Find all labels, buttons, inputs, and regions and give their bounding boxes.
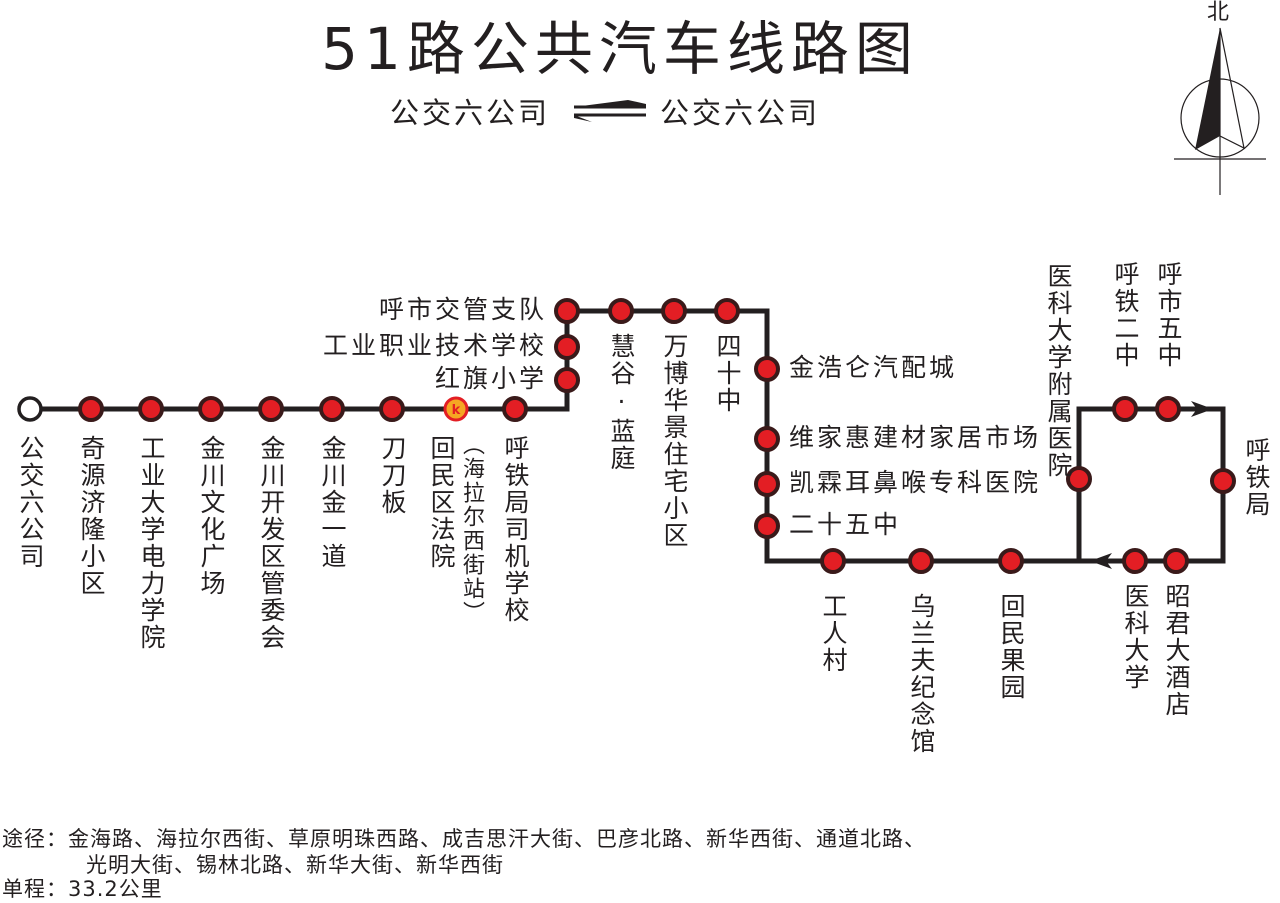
bus-stop[interactable] (754, 426, 780, 452)
route-roads-line1: 金海路、海拉尔西街、草原明珠西路、成吉思汗大街、巴彦北路、新华西街、通道北路、 (68, 827, 926, 851)
stop-label: 慧谷·蓝庭 (607, 333, 636, 472)
route-roads: 途径：金海路、海拉尔西街、草原明珠西路、成吉思汗大街、巴彦北路、新华西街、通道北… (2, 823, 926, 853)
stop-label: 二十五中 (789, 510, 902, 539)
bus-stop[interactable] (1210, 468, 1236, 494)
stop-label: 金川文化广场 (197, 435, 226, 597)
route-roads-cont: 光明大街、锡林北路、新华大街、新华西街 (86, 849, 504, 879)
bus-stop[interactable] (1112, 396, 1138, 422)
stop-label: 回民区法院 (427, 435, 456, 570)
bus-stop[interactable] (908, 548, 934, 574)
stop-label: 金川金一道 (318, 435, 347, 570)
stop-label: 回民果园 (997, 593, 1026, 701)
bus-stop[interactable] (1163, 548, 1189, 574)
bus-stop[interactable] (554, 367, 580, 393)
stop-label: 医科大学附属医院 (1044, 263, 1073, 479)
bus-stop[interactable] (319, 396, 345, 422)
north-arrow-icon (1174, 27, 1266, 195)
bus-stop[interactable] (820, 548, 846, 574)
stop-label: 公交六公司 (16, 435, 45, 570)
bus-stop[interactable] (78, 396, 104, 422)
stop-label: 奇源济隆小区 (77, 435, 106, 597)
stop-label: 医科大学 (1121, 583, 1150, 691)
bus-stop[interactable] (1066, 466, 1092, 492)
stop-label: 维家惠建材家居市场 (789, 423, 1042, 452)
bus-stop[interactable] (1122, 548, 1148, 574)
bus-stop[interactable] (754, 471, 780, 497)
bus-stop[interactable] (198, 396, 224, 422)
direction-arrow-icon (1191, 401, 1213, 417)
bus-stop[interactable] (258, 396, 284, 422)
stop-label: 呼市五中 (1154, 261, 1183, 369)
stop-label: 刀刀板 (378, 435, 407, 516)
bus-stop[interactable] (661, 298, 687, 324)
stop-label: 红旗小学 (434, 364, 547, 393)
map-title: 51路公共汽车线路图 (321, 15, 919, 83)
bus-stop[interactable] (138, 396, 164, 422)
stop-label: 四十中 (713, 333, 742, 414)
stops-layer: k (17, 298, 1236, 574)
bus-stop[interactable] (379, 396, 405, 422)
bus-stop[interactable] (608, 298, 634, 324)
stop-label: 昭君大酒店 (1162, 583, 1191, 718)
stop-label: 呼铁二中 (1111, 261, 1140, 369)
route-label: 途径： (2, 827, 68, 851)
distance-value: 33.2公里 (68, 877, 163, 901)
trip-distance: 单程：33.2公里 (2, 873, 163, 903)
stop-label: 呼市交管支队 (378, 295, 547, 324)
stop-label: 工人村 (819, 593, 848, 674)
bus-stop[interactable] (754, 356, 780, 382)
bus-stop[interactable] (998, 548, 1024, 574)
stop-label: 工业大学电力学院 (137, 435, 166, 651)
bus-stop[interactable] (714, 298, 740, 324)
bus-stop[interactable] (1155, 396, 1181, 422)
direction-arrow-icon (1090, 553, 1112, 569)
bus-stop[interactable] (754, 513, 780, 539)
stop-label: 金浩仑汽配城 (789, 353, 958, 382)
route-roads-line2: 光明大街、锡林北路、新华大街、新华西街 (86, 853, 504, 877)
compass-north-label: 北 (1207, 0, 1230, 25)
transfer-badge-icon: k (452, 403, 461, 418)
stop-label: 凯霖耳鼻喉专科医院 (789, 468, 1042, 497)
stop-label-note: （海拉尔西街站） (459, 433, 484, 625)
stop-label: 呼铁局 (1242, 437, 1271, 518)
origin-terminal: 公交六公司 (390, 96, 551, 130)
bus-stop[interactable] (502, 396, 528, 422)
bus-stop[interactable] (554, 334, 580, 360)
stop-label: 工业职业技术学校 (322, 331, 547, 360)
stop-label: 金川开发区管委会 (257, 435, 286, 651)
stop-label: 乌兰夫纪念馆 (907, 593, 936, 755)
terminal-stop[interactable] (17, 396, 43, 422)
bus-stop[interactable] (554, 298, 580, 324)
terminal-summary: 公交六公司 公交六公司 (390, 90, 820, 132)
stop-label: 呼铁局司机学校 (501, 435, 530, 624)
stop-label: 万博华景住宅小区 (660, 333, 689, 549)
destination-terminal: 公交六公司 (660, 96, 821, 130)
two-way-arrows-icon (574, 100, 647, 122)
transfer-stop[interactable]: k (443, 396, 469, 422)
distance-label: 单程： (2, 877, 68, 901)
